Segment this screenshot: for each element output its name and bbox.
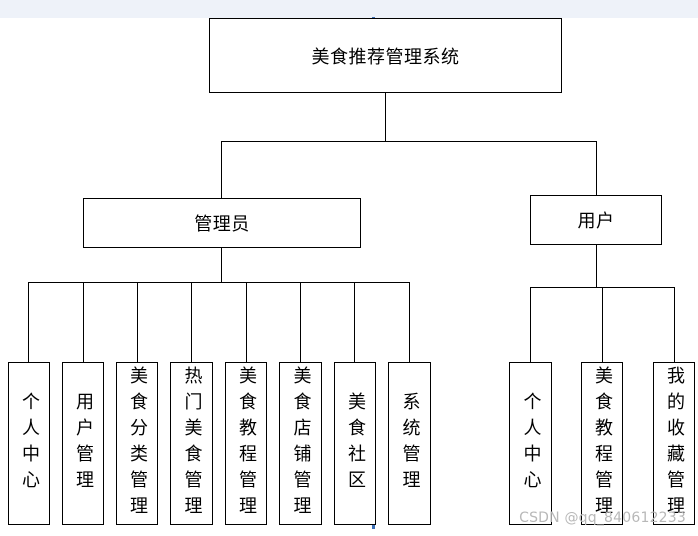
connector-line [385,92,386,142]
leaf-node: 热门美食管理 [170,362,213,525]
leaf-label: 美食教程管理 [236,365,257,522]
leaf-label: 个人中心 [19,391,40,496]
connector-line [674,287,675,363]
connector-line [596,141,597,196]
leaf-node: 系统管理 [388,362,431,525]
leaf-node: 个人中心 [8,362,50,525]
leaf-label: 用户管理 [73,391,94,496]
leaf-label: 美食店铺管理 [290,365,312,522]
connector-line [191,282,192,363]
connector-line [221,247,222,283]
leaf-label: 系统管理 [399,391,421,496]
selection-handle [372,524,375,529]
connector-line [596,244,597,288]
connector-line [221,141,597,142]
leaf-node: 美食社区 [334,362,376,525]
leaf-label: 美食教程管理 [592,365,613,522]
top-strip [0,0,698,18]
connector-line [137,282,138,363]
connector-line [246,282,247,363]
root-label: 美食推荐管理系统 [311,46,460,68]
connector-line [530,287,531,363]
leaf-label: 个人中心 [520,391,542,496]
leaf-node: 美食教程管理 [581,362,623,525]
leaf-label: 热门美食管理 [181,365,203,522]
connector-line [28,282,29,363]
connector-line [354,282,355,363]
leaf-node: 用户管理 [62,362,104,525]
branch-label: 管理员 [194,214,250,235]
connector-line [409,282,410,363]
connector-line [221,141,222,199]
connector-line [28,282,409,283]
leaf-label: 美食分类管理 [127,365,148,522]
leaf-node: 我的收藏管理 [653,362,695,525]
watermark-text: CSDN @qq_840612233 [519,510,686,526]
connector-line [602,287,603,363]
root-node: 美食推荐管理系统 [209,18,562,93]
leaf-node: 个人中心 [509,362,552,525]
branch-node-admin: 管理员 [83,198,361,248]
branch-node-user: 用户 [530,195,662,245]
branch-label: 用户 [577,211,615,232]
leaf-node: 美食店铺管理 [279,362,322,525]
leaf-node: 美食教程管理 [225,362,267,525]
leaf-label: 美食社区 [345,391,366,496]
leaf-label: 我的收藏管理 [664,365,685,522]
connector-line [83,282,84,363]
leaf-node: 美食分类管理 [116,362,158,525]
connector-line [300,282,301,363]
